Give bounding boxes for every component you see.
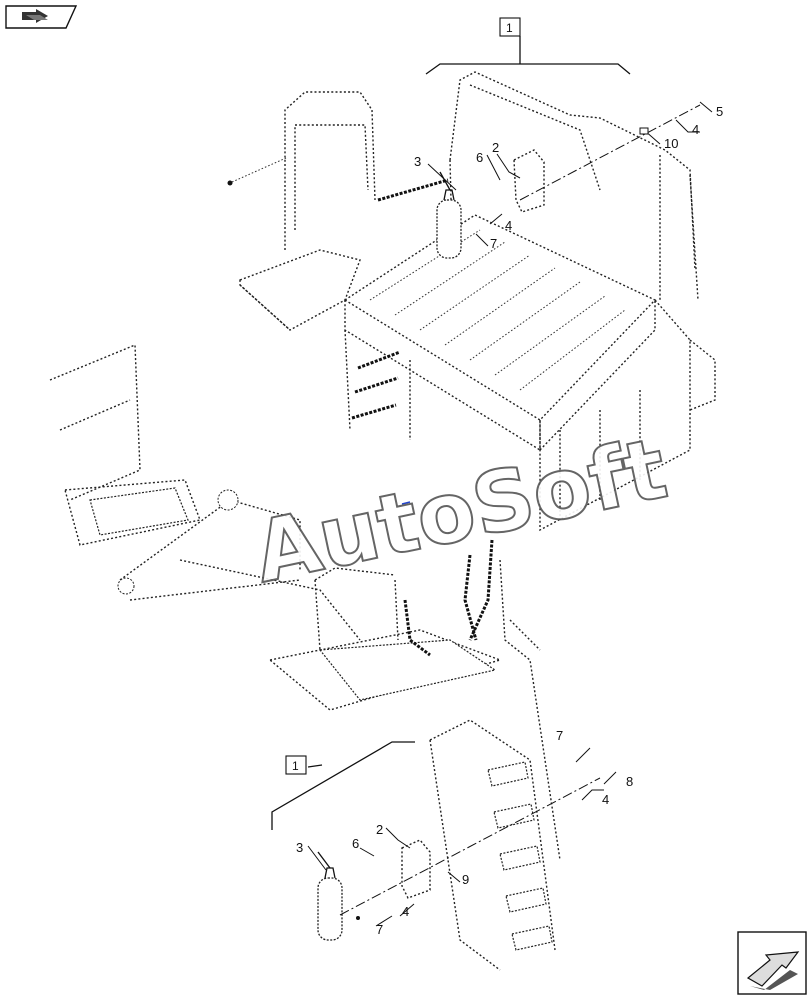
top-group-box[interactable]: 1	[499, 17, 521, 37]
callout-top-2[interactable]: 2	[492, 140, 499, 155]
centre-step-grating	[318, 639, 497, 701]
callout-top-4a[interactable]: 4	[505, 218, 512, 233]
callout-bottom-7a[interactable]: 7	[376, 922, 383, 937]
callout-top-3[interactable]: 3	[414, 154, 421, 169]
callout-bottom-9[interactable]: 9	[462, 872, 469, 887]
lower-ladder-assembly	[49, 343, 617, 971]
upper-platform-assembly	[227, 36, 716, 532]
book-arrow-icon[interactable]	[5, 5, 78, 29]
callout-bottom-8[interactable]: 8	[626, 774, 633, 789]
bottom-group-label: 1	[292, 759, 299, 773]
callout-top-5[interactable]: 5	[716, 104, 723, 119]
watermark-text: AutoSoft	[246, 419, 675, 602]
callout-top-4b[interactable]: 4	[692, 122, 699, 137]
callout-bottom-2[interactable]: 2	[376, 822, 383, 837]
callout-bottom-7b[interactable]: 7	[556, 728, 563, 743]
callout-bottom-4a[interactable]: 4	[402, 904, 409, 919]
callout-bottom-3[interactable]: 3	[296, 840, 303, 855]
callout-top-6[interactable]: 6	[476, 150, 483, 165]
ladder-steps	[487, 761, 553, 951]
navigation-arrow-icon[interactable]	[737, 931, 807, 995]
top-group-label: 1	[506, 21, 513, 35]
bottom-group-box[interactable]: 1	[285, 755, 307, 775]
callout-bottom-6[interactable]: 6	[352, 836, 359, 851]
callout-top-10[interactable]: 10	[664, 136, 678, 151]
callout-bottom-4b[interactable]: 4	[602, 792, 609, 807]
callout-top-7[interactable]: 7	[490, 236, 497, 251]
left-step-grating	[89, 487, 189, 536]
